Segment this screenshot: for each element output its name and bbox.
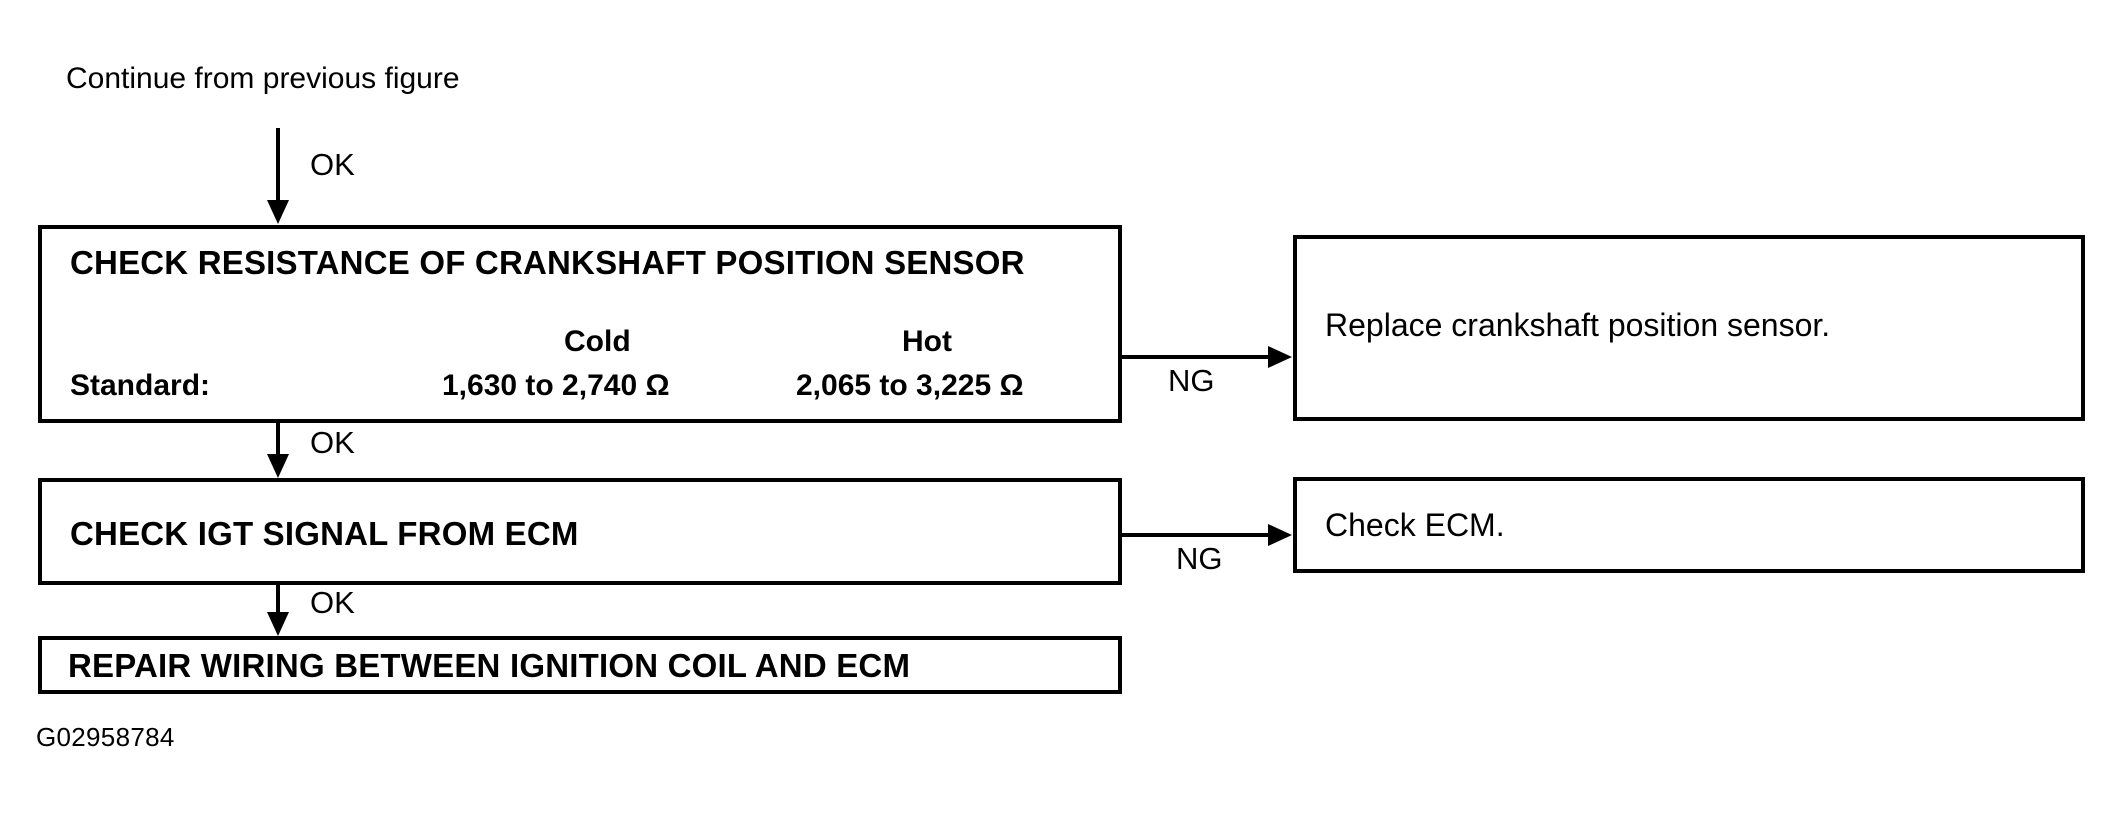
spec-value-hot: 2,065 to 3,225 Ω — [796, 369, 1024, 402]
ok-connector-line-1 — [276, 423, 280, 459]
ok-label-1: OK — [310, 425, 355, 460]
spec-column-header-hot: Hot — [902, 325, 952, 358]
action-box-replace-sensor[interactable]: Replace crankshaft position sensor. — [1293, 235, 2085, 421]
entry-ok-label: OK — [310, 147, 355, 182]
ng-connector-arrowhead-1 — [1268, 346, 1292, 368]
spec-row-label-standard: Standard: — [70, 369, 211, 402]
step-box-content: REPAIR WIRING BETWEEN IGNITION COIL AND … — [56, 640, 1108, 690]
step-box-content: CHECK IGT SIGNAL FROM ECM — [56, 482, 1108, 581]
ok-connector-arrowhead-1 — [267, 454, 289, 478]
ng-label-2: NG — [1176, 541, 1223, 576]
entry-caption: Continue from previous figure — [66, 62, 460, 95]
ok-connector-arrowhead-2 — [267, 612, 289, 636]
spec-value-cold: 1,630 to 2,740 Ω — [442, 369, 670, 402]
ok-label-2: OK — [310, 585, 355, 620]
ng-connector-arrowhead-2 — [1268, 524, 1292, 546]
ng-connector-line-2 — [1122, 533, 1270, 537]
ng-connector-line-1 — [1122, 355, 1270, 359]
ng-label-1: NG — [1168, 363, 1215, 398]
reference-code: G02958784 — [36, 722, 175, 752]
step-title-check-resistance: CHECK RESISTANCE OF CRANKSHAFT POSITION … — [70, 244, 1025, 281]
step-box-repair-wiring[interactable]: REPAIR WIRING BETWEEN IGNITION COIL AND … — [38, 636, 1122, 694]
ok-connector-line-2 — [276, 585, 280, 619]
action-text-replace-sensor: Replace crankshaft position sensor. — [1325, 307, 1831, 343]
action-text-check-ecm: Check ECM. — [1325, 507, 1505, 543]
step-title-repair-wiring: REPAIR WIRING BETWEEN IGNITION COIL AND … — [68, 647, 911, 684]
spec-column-header-cold: Cold — [564, 325, 631, 358]
entry-connector-arrowhead — [267, 200, 289, 224]
step-box-check-igt-signal[interactable]: CHECK IGT SIGNAL FROM ECM — [38, 478, 1122, 585]
entry-connector-line — [276, 128, 280, 204]
step-box-content: CHECK RESISTANCE OF CRANKSHAFT POSITION … — [56, 229, 1108, 419]
step-title-check-igt-signal: CHECK IGT SIGNAL FROM ECM — [70, 515, 579, 552]
action-box-check-ecm[interactable]: Check ECM. — [1293, 477, 2085, 573]
step-box-check-resistance[interactable]: CHECK RESISTANCE OF CRANKSHAFT POSITION … — [38, 225, 1122, 423]
